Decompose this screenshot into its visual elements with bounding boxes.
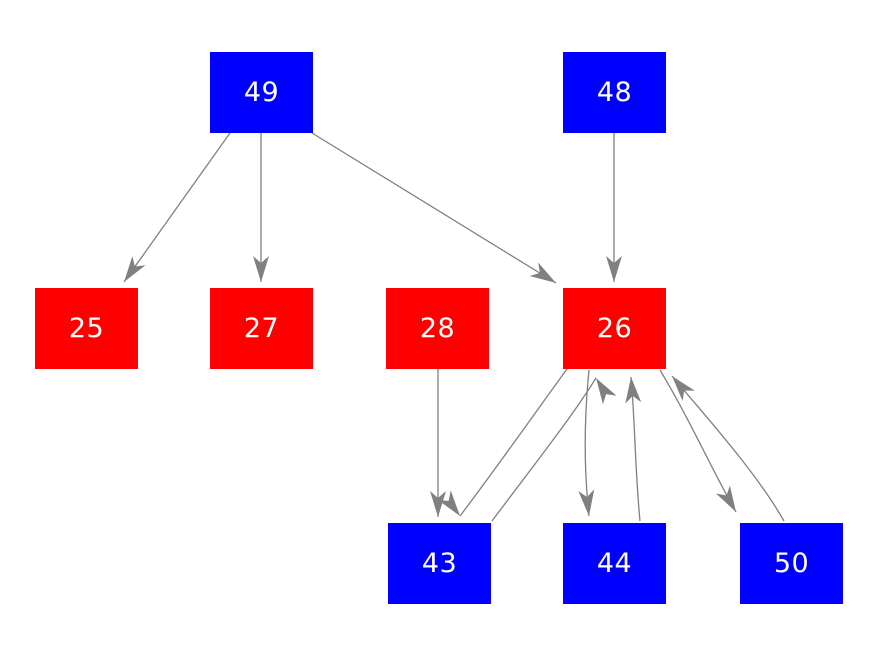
graph-node-50[interactable]: 50 bbox=[740, 523, 843, 604]
arrowhead-50-to-26 bbox=[672, 376, 695, 402]
graph-edge-49-to-25 bbox=[123, 132, 231, 283]
node-label: 50 bbox=[773, 548, 810, 579]
arrowhead-26-to-50 bbox=[716, 485, 736, 512]
graph-node-27[interactable]: 27 bbox=[210, 288, 313, 369]
graph-edge-26-to-44 bbox=[584, 369, 590, 517]
graph-node-49[interactable]: 49 bbox=[210, 52, 313, 133]
arrowhead-48-to-26 bbox=[606, 256, 622, 282]
graph-node-44[interactable]: 44 bbox=[563, 523, 666, 604]
graph-node-28[interactable]: 28 bbox=[386, 288, 489, 369]
node-label: 43 bbox=[421, 548, 458, 579]
graph-node-26[interactable]: 26 bbox=[563, 288, 666, 369]
node-label: 25 bbox=[68, 313, 105, 344]
arrowhead-26-to-43 bbox=[437, 490, 460, 516]
graph-edge-49-to-26 bbox=[311, 132, 557, 284]
arrowhead-44-to-26 bbox=[625, 377, 642, 404]
graph-node-43[interactable]: 43 bbox=[388, 523, 491, 604]
node-label: 28 bbox=[419, 313, 456, 344]
node-label: 49 bbox=[243, 77, 280, 108]
node-label: 26 bbox=[596, 313, 633, 344]
graph-edge-26-to-43 bbox=[459, 368, 568, 517]
node-label: 44 bbox=[596, 548, 633, 579]
arrowhead-28-to-43 bbox=[430, 491, 446, 517]
node-label: 27 bbox=[243, 313, 280, 344]
graph-edge-43-to-26 bbox=[491, 377, 597, 522]
node-label: 48 bbox=[596, 77, 633, 108]
graph-node-25[interactable]: 25 bbox=[35, 288, 138, 369]
arrowhead-43-to-26 bbox=[596, 378, 617, 405]
arrowhead-26-to-44 bbox=[578, 489, 595, 516]
arrowhead-49-to-25 bbox=[124, 256, 146, 282]
graph-node-48[interactable]: 48 bbox=[563, 52, 666, 133]
graph-edge-26-to-50 bbox=[659, 369, 737, 513]
arrowhead-49-to-26 bbox=[529, 262, 556, 283]
arrowhead-49-to-27 bbox=[253, 256, 269, 282]
